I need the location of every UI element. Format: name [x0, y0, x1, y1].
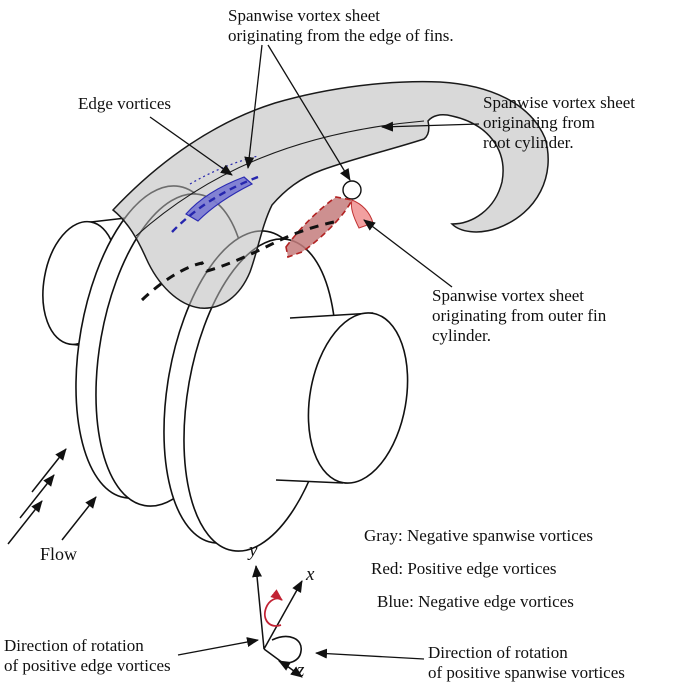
legend-blue: Blue: Negative edge vortices [377, 592, 574, 612]
positive-edge-vortex-patch [285, 196, 354, 259]
sheet-fold-line [135, 120, 425, 237]
label-line: cylinder. [432, 326, 492, 346]
legend-red: Red: Positive edge vortices [371, 559, 557, 579]
y-axis [252, 565, 265, 650]
flow-arrow [19, 474, 55, 519]
label-edge-vortices: Edge vortices [78, 94, 171, 114]
legend-gray: Gray: Negative spanwise vortices [364, 526, 593, 546]
label-line: originating from outer fin [432, 306, 607, 326]
label-rotation-edge: Direction of rotation of positive edge v… [4, 636, 171, 676]
label-outer-fin-sheet: Spanwise vortex sheet originating from o… [432, 286, 606, 346]
label-line: Flow [40, 544, 78, 564]
label-line: Direction of rotation [4, 636, 144, 655]
label-line: originating from the edge of fins. [228, 26, 454, 46]
label-line: Direction of rotation [428, 643, 568, 662]
arrow-rotation-edge [177, 637, 259, 656]
arrow-root-sheet [381, 121, 480, 132]
flow-arrow [31, 448, 67, 493]
label-line: Spanwise vortex sheet [432, 286, 585, 305]
label-rotation-spanwise: Direction of rotation of positive spanwi… [428, 643, 625, 683]
label-root-sheet: Spanwise vortex sheet originating from r… [483, 93, 635, 153]
label-fin-edge-sheet: Spanwise vortex sheet originating from t… [228, 6, 454, 46]
arrow-edge-vortices [149, 116, 233, 176]
label-line: originating from [483, 113, 595, 133]
legend-line: Blue: Negative edge vortices [377, 592, 574, 611]
flow-arrow [61, 496, 97, 541]
annotation-arrows [149, 44, 480, 660]
label-line: Edge vortices [78, 94, 171, 113]
y-axis-label: y [249, 540, 258, 561]
z-axis-label: z [297, 660, 305, 681]
arrow-fin-edge-left [244, 44, 263, 169]
arrow-outer-fin-sheet [363, 219, 453, 288]
legend-line: Red: Positive edge vortices [371, 559, 557, 578]
legend-line: Gray: Negative spanwise vortices [364, 526, 593, 545]
x-axis-label: x [306, 564, 315, 585]
label-line: Spanwise vortex sheet [228, 6, 381, 25]
spanwise-vortex-sheet [111, 80, 549, 309]
label-line: root cylinder. [483, 133, 574, 153]
negative-edge-vortex-line [171, 175, 259, 233]
edge-vortex-dashed-line [140, 220, 335, 302]
flow-arrows [7, 448, 97, 545]
arrow-rotation-spanwise [315, 648, 425, 660]
arrow-fin-edge-right [267, 44, 351, 181]
label-line: of positive spanwise vortices [428, 663, 625, 683]
label-flow: Flow [40, 544, 77, 565]
x-axis [263, 580, 303, 650]
edge-rotation-arrow [264, 589, 283, 627]
spanwise-rotation-arrow [271, 635, 302, 671]
root-cylinder-right [275, 312, 409, 484]
flow-arrow [7, 500, 43, 545]
label-line: of positive edge vortices [4, 656, 171, 676]
rolled-sheet-tip [342, 180, 362, 200]
label-line: Spanwise vortex sheet [483, 93, 636, 112]
